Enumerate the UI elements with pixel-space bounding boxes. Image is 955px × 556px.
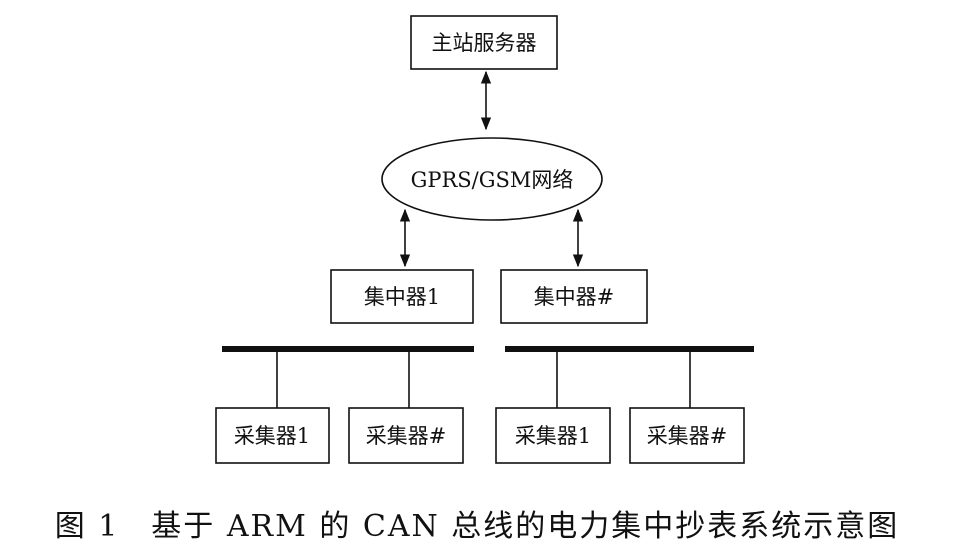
server-label: 主站服务器	[432, 31, 537, 55]
collector-1b-node: 采集器1	[495, 407, 611, 464]
collector-na-node: 采集器#	[348, 407, 464, 464]
concentrator-n-label: 集中器#	[534, 285, 615, 309]
concentrator-n-node: 集中器#	[500, 269, 648, 324]
collector-nb-node: 采集器#	[629, 407, 745, 464]
collector-na-label: 采集器#	[366, 424, 447, 448]
collector-1a-node: 采集器1	[215, 407, 330, 464]
collector-1a-label: 采集器1	[234, 424, 310, 448]
figure-caption: 图 1 基于 ARM 的 CAN 总线的电力集中抄表系统示意图	[55, 509, 900, 544]
concentrator-1-label: 集中器1	[364, 285, 440, 309]
collector-nb-label: 采集器#	[647, 424, 728, 448]
concentrator-1-node: 集中器1	[330, 269, 474, 324]
collector-1b-label: 采集器1	[515, 424, 591, 448]
network-label: GPRS/GSM网络	[411, 168, 574, 192]
network-node: GPRS/GSM网络	[381, 137, 603, 221]
server-node: 主站服务器	[410, 15, 558, 70]
